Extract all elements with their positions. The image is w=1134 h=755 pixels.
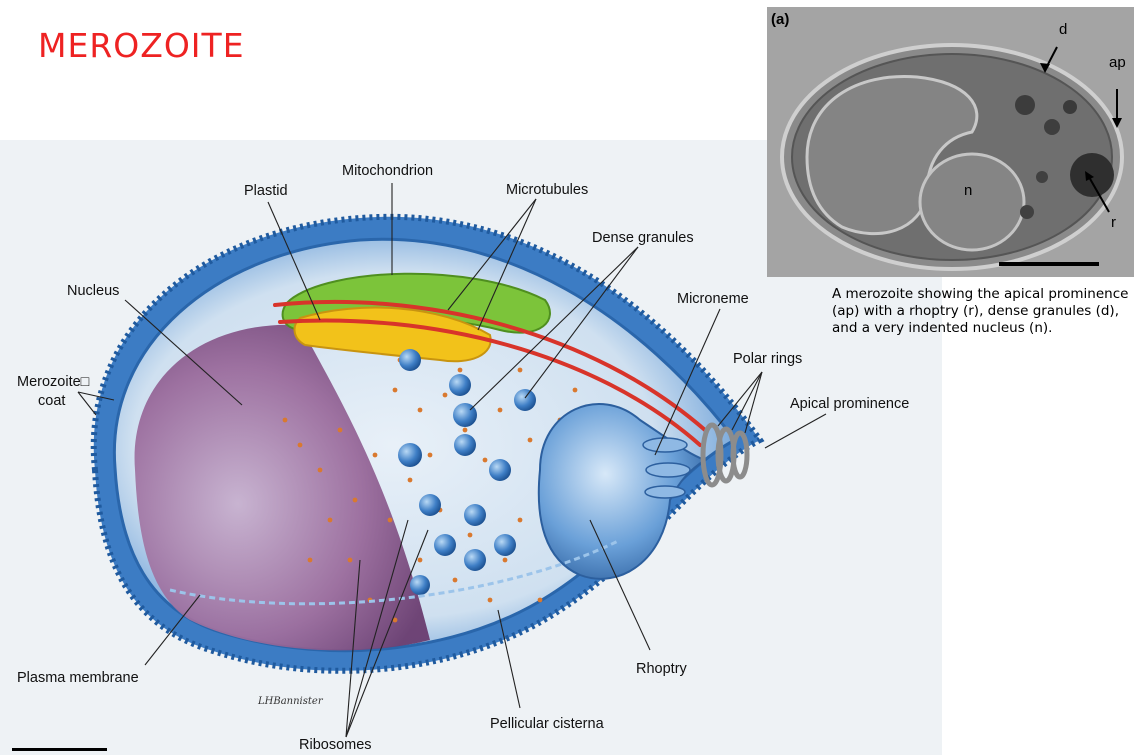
label-microtubules: Microtubules xyxy=(506,182,588,199)
label-dense-granules: Dense granules xyxy=(592,230,694,247)
label-pellicular-cisterna: Pellicular cisterna xyxy=(490,716,604,733)
label-merozoite-coat-line2: coat xyxy=(38,393,65,410)
scale-bar xyxy=(12,748,107,751)
label-merozoite-coat-line1: Merozoite□ xyxy=(17,374,89,391)
label-apical-prominence: Apical prominence xyxy=(790,396,909,413)
micrograph-image xyxy=(767,7,1134,277)
label-rhoptry: Rhoptry xyxy=(636,661,687,678)
micrograph-panel-label: (a) xyxy=(771,11,789,28)
label-plastid: Plastid xyxy=(244,183,288,200)
electron-micrograph: (a) d ap n r xyxy=(767,7,1134,277)
label-plasma-membrane: Plasma membrane xyxy=(17,670,139,687)
micrograph-label-n: n xyxy=(964,182,972,199)
label-ribosomes: Ribosomes xyxy=(299,737,372,754)
micrograph-caption: A merozoite showing the apical prominenc… xyxy=(832,286,1132,337)
micrograph-label-ap: ap xyxy=(1109,54,1126,71)
label-mitochondrion: Mitochondrion xyxy=(342,163,433,180)
artist-signature: LHBannister xyxy=(258,696,323,707)
label-microneme: Microneme xyxy=(677,291,749,308)
label-nucleus: Nucleus xyxy=(67,283,119,300)
micrograph-label-d: d xyxy=(1059,21,1067,38)
micronemes xyxy=(643,438,690,498)
micrograph-label-r: r xyxy=(1111,214,1116,231)
label-polar-rings: Polar rings xyxy=(733,351,802,368)
